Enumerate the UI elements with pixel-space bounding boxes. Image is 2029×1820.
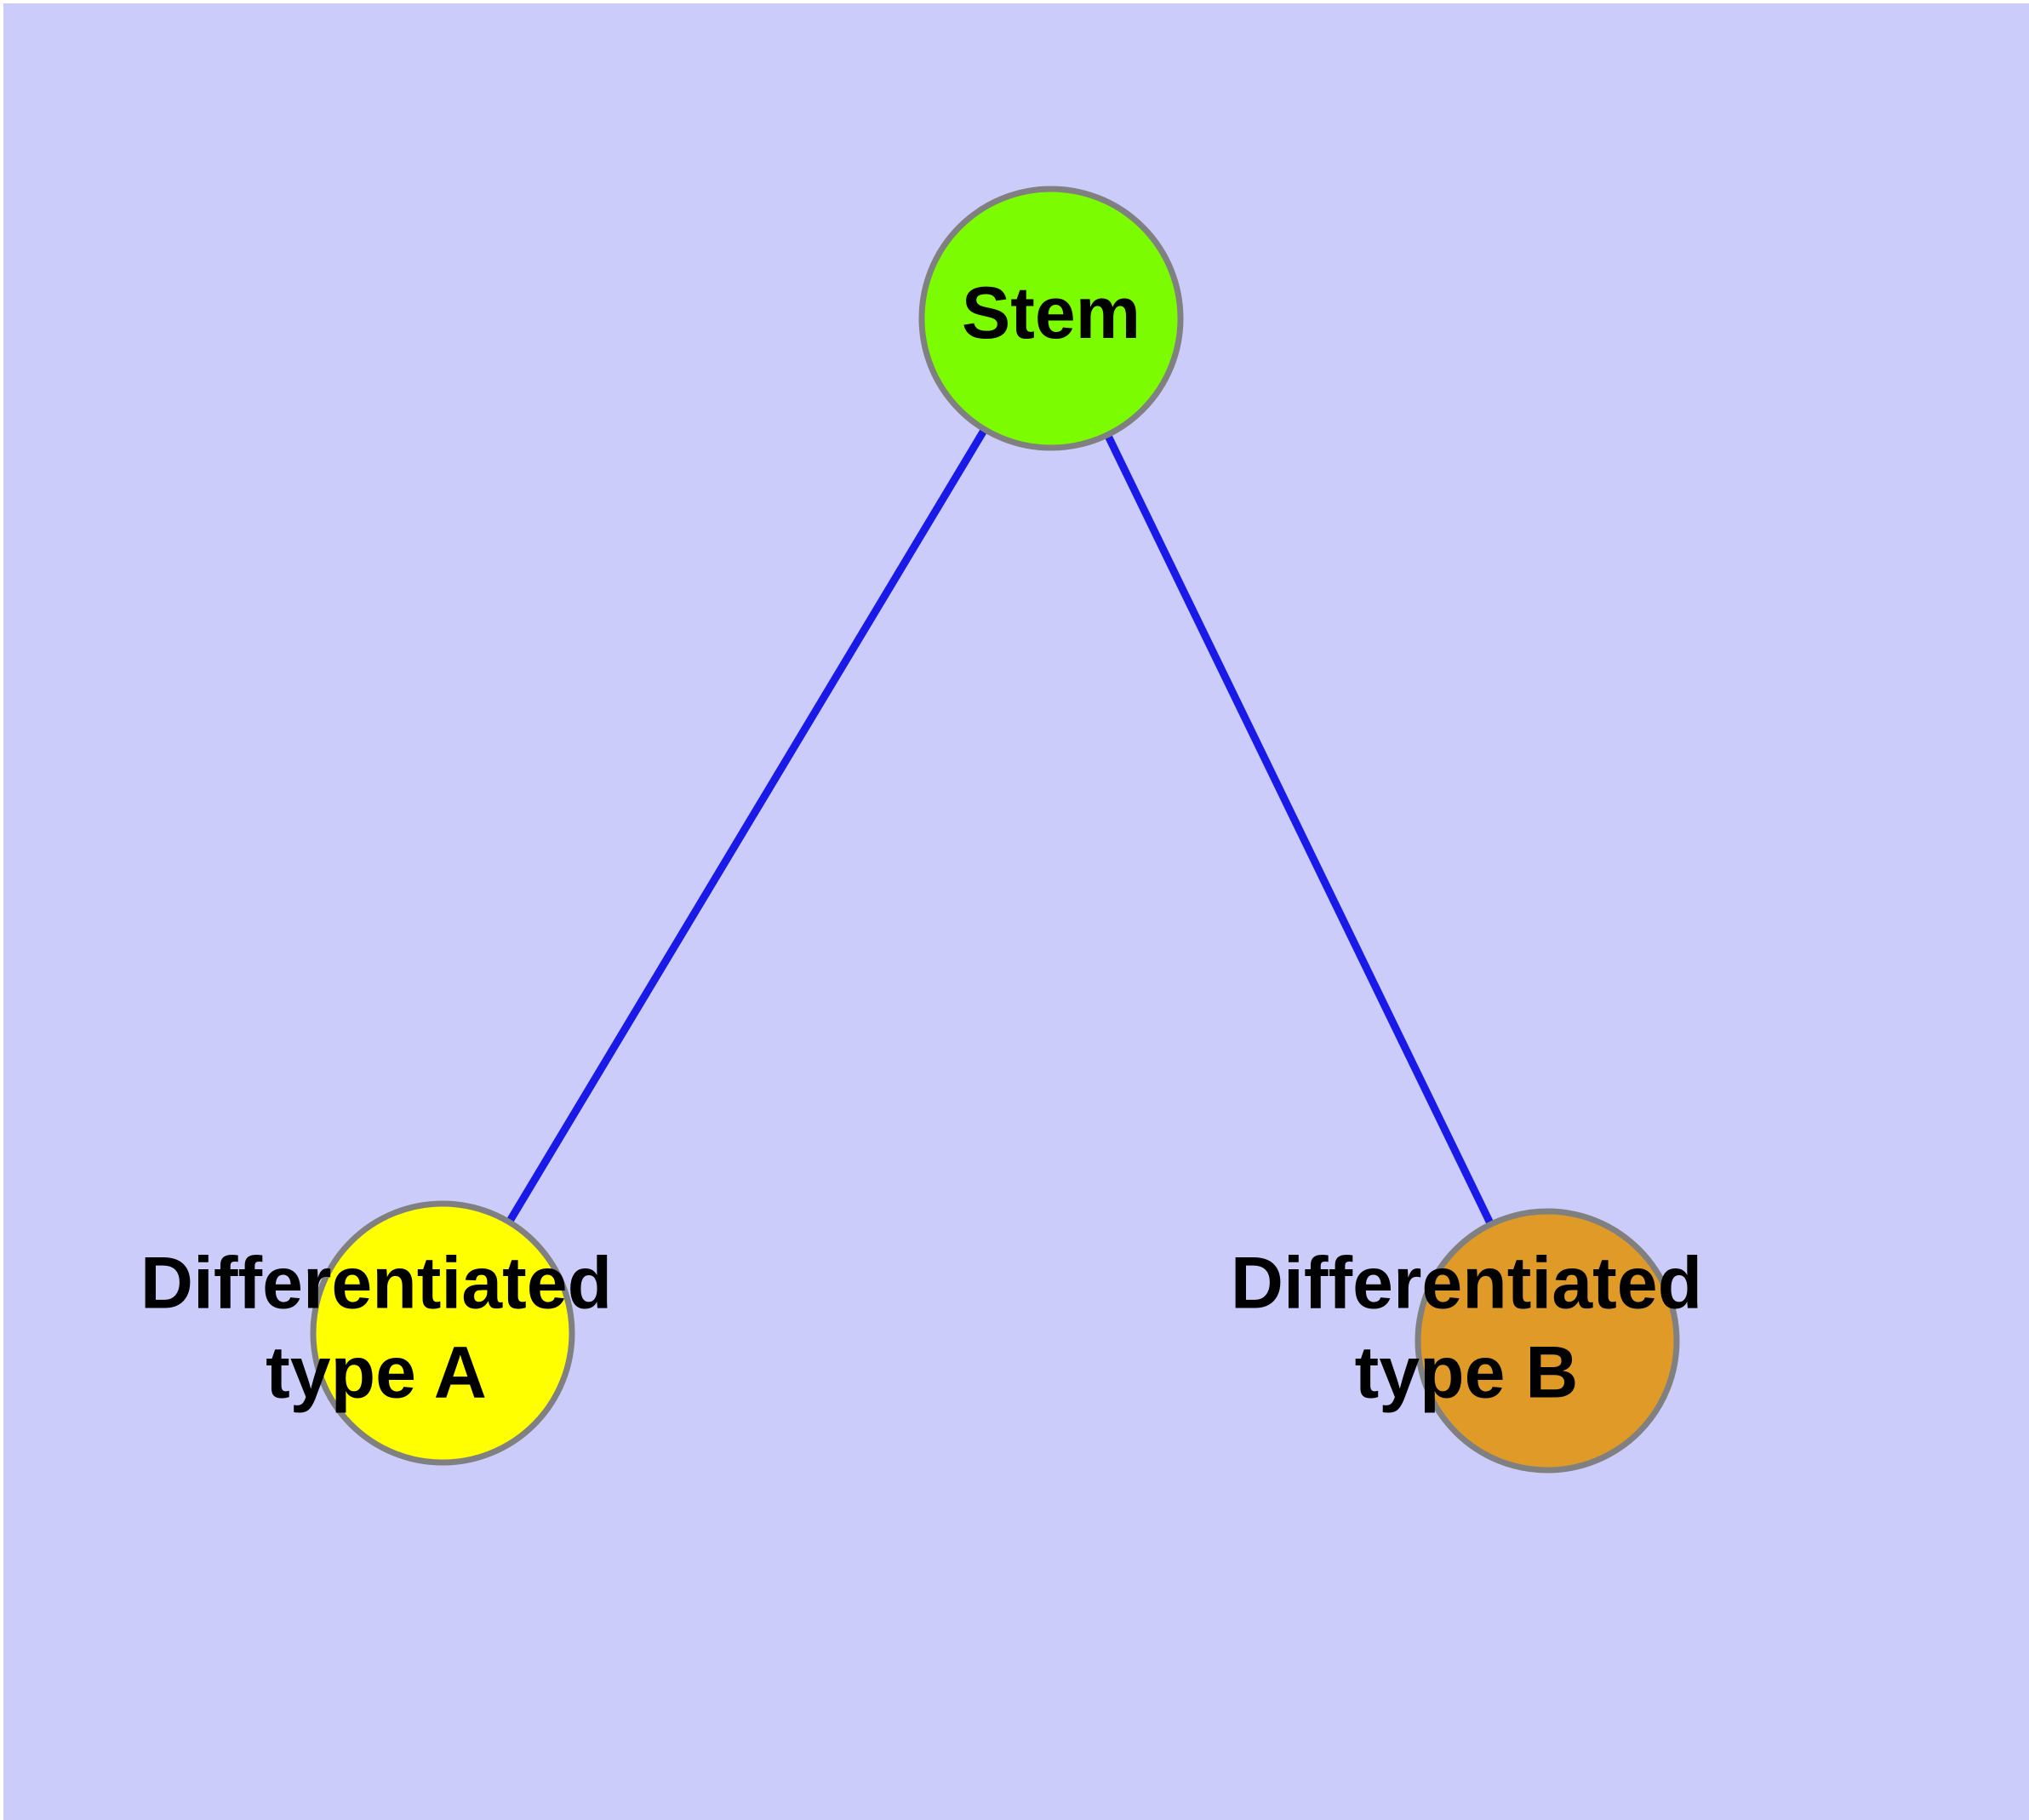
node-circle-diff_a[interactable] xyxy=(310,1200,575,1466)
node-circle-stem[interactable] xyxy=(918,186,1184,451)
node-label-line: Differentiated xyxy=(140,1242,612,1324)
graph-node-diff_a[interactable] xyxy=(310,1200,575,1466)
node-label-line: type B xyxy=(1355,1331,1579,1413)
graph-edge-stem-diff_b[interactable] xyxy=(1047,317,1552,1342)
node-label-line: Differentiated xyxy=(1231,1242,1702,1324)
node-circle-diff_b[interactable] xyxy=(1415,1208,1680,1474)
graph-node-stem[interactable] xyxy=(918,186,1184,451)
graph-node-diff_b[interactable] xyxy=(1415,1208,1680,1474)
node-label-stem: Stem xyxy=(962,272,1140,354)
graph-edge-stem-diff_a[interactable] xyxy=(439,316,1055,1336)
edge-layer xyxy=(439,316,1552,1342)
node-label-line: Stem xyxy=(962,272,1140,354)
node-label-line: type A xyxy=(266,1331,487,1413)
